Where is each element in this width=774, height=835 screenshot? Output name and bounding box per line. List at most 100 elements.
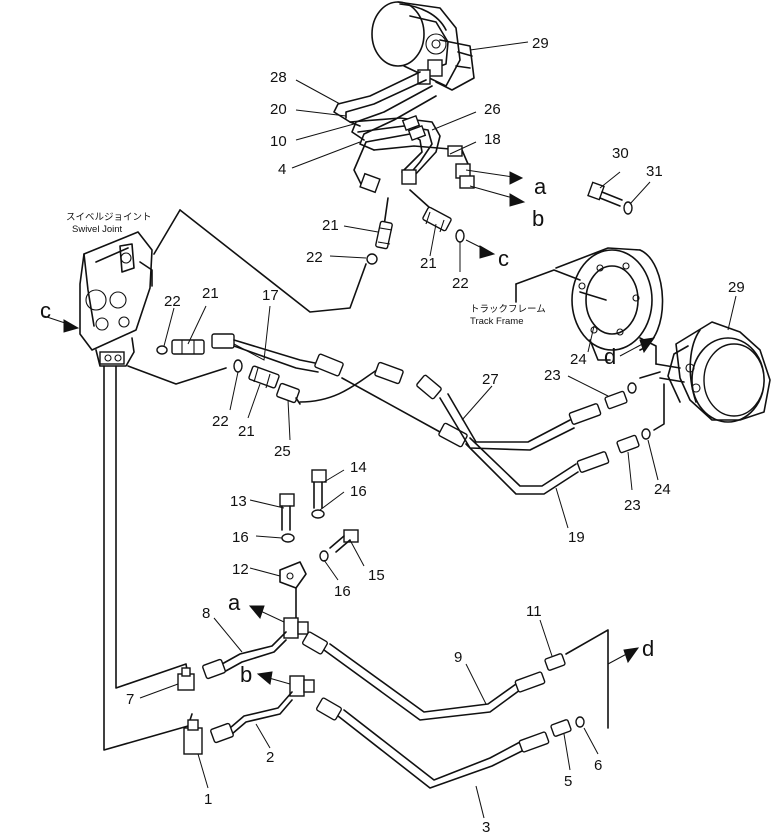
travel-motor-right xyxy=(655,321,771,423)
callout-11: 11 xyxy=(526,603,542,620)
block-a xyxy=(283,617,309,639)
callout-7: 7 xyxy=(126,691,134,708)
hose-17 xyxy=(211,333,468,448)
arrow-a-upper xyxy=(465,169,524,185)
callout-3: 3 xyxy=(482,819,490,835)
track-frame xyxy=(515,247,664,361)
block-b xyxy=(289,675,315,697)
callout-22-lower: 22 xyxy=(212,413,229,430)
hose-9 xyxy=(302,631,546,721)
callout-5: 5 xyxy=(564,773,572,790)
bracket-12 xyxy=(279,561,307,621)
callout-23-upper: 23 xyxy=(544,367,561,384)
callout-2: 2 xyxy=(266,749,274,766)
arrow-d-lower-label: d xyxy=(642,636,654,661)
arrow-b-lower xyxy=(256,671,291,685)
track-frame-label-en: Track Frame xyxy=(470,316,523,327)
callout-27: 27 xyxy=(482,371,499,388)
washer-16-left xyxy=(281,533,295,543)
callout-10: 10 xyxy=(270,133,287,150)
fitting-21-lower xyxy=(248,365,280,389)
arrow-d-right-label: d xyxy=(604,344,616,369)
o-ring-22-upper-right xyxy=(455,229,465,243)
o-ring-22-upper-left xyxy=(366,253,378,265)
callout-31: 31 xyxy=(646,163,663,180)
block-7 xyxy=(177,667,195,691)
callout-9: 9 xyxy=(454,649,462,666)
block-1 xyxy=(183,719,203,755)
arrow-d-right xyxy=(619,337,656,357)
leader-lines xyxy=(139,41,737,819)
arrow-b-upper xyxy=(469,185,526,207)
callout-12: 12 xyxy=(232,561,249,578)
callout-24-upper: 24 xyxy=(570,351,587,368)
callout-16-left: 16 xyxy=(232,529,249,546)
swivel-joint xyxy=(79,231,153,367)
route-to-d xyxy=(565,629,609,729)
callout-1: 1 xyxy=(204,791,212,808)
arrow-d-lower xyxy=(607,647,640,665)
arrow-c-right xyxy=(465,239,496,259)
fitting-23-upper xyxy=(604,390,628,410)
swivel-vertical-lines xyxy=(103,365,227,751)
washer-31 xyxy=(623,201,633,215)
bolt-15 xyxy=(329,529,359,553)
swivel-joint-label-jp: スイベルジョイント xyxy=(66,212,152,223)
callout-16-right: 16 xyxy=(334,583,351,600)
callout-30: 30 xyxy=(612,145,629,162)
bolt-13 xyxy=(279,493,295,531)
hose-27 xyxy=(416,374,602,451)
o-ring-24-lower xyxy=(641,428,651,440)
o-ring-6 xyxy=(575,716,585,728)
callout-17: 17 xyxy=(262,287,279,304)
arrow-c-left-label: c xyxy=(40,298,51,323)
arrow-a-lower-label: a xyxy=(228,590,241,615)
callout-21-upper-left: 21 xyxy=(322,217,339,234)
track-frame-label-jp: トラックフレーム xyxy=(470,304,546,315)
callout-16-top: 16 xyxy=(350,483,367,500)
callout-18: 18 xyxy=(484,131,501,148)
o-ring-22-lower xyxy=(233,359,243,373)
bolt-14 xyxy=(311,469,327,509)
hose-19 xyxy=(465,437,610,495)
callout-8: 8 xyxy=(202,605,210,622)
callout-28: 28 xyxy=(270,69,287,86)
callout-29-right: 29 xyxy=(728,279,745,296)
bolt-30 xyxy=(587,181,623,207)
fitting-25 xyxy=(276,382,301,405)
fitting-21-swivel xyxy=(171,339,205,355)
callout-26: 26 xyxy=(484,101,501,118)
swivel-joint-label-en: Swivel Joint xyxy=(72,224,123,235)
hose-25-route xyxy=(299,361,404,403)
callout-22-swivel: 22 xyxy=(164,293,181,310)
fitting-21-upper-left xyxy=(375,220,393,250)
arrow-a-upper-label: a xyxy=(534,174,547,199)
arrow-a-lower xyxy=(248,605,285,623)
callout-22-upper-right: 22 xyxy=(452,275,469,292)
callout-6: 6 xyxy=(594,757,602,774)
fitting-11 xyxy=(544,653,566,671)
fitting-5 xyxy=(550,719,572,737)
callout-23-lower: 23 xyxy=(624,497,641,514)
callout-21-upper-right: 21 xyxy=(420,255,437,272)
washer-16-top xyxy=(311,509,325,519)
callout-15: 15 xyxy=(368,567,385,584)
callout-13: 13 xyxy=(230,493,247,510)
arrow-c-right-label: c xyxy=(498,246,509,271)
o-ring-24-upper xyxy=(627,382,637,394)
travel-motor-upper xyxy=(371,1,475,91)
fitting-23-lower xyxy=(616,434,640,454)
callout-29-upper: 29 xyxy=(532,35,549,52)
callout-21-lower: 21 xyxy=(238,423,255,440)
washer-16-right xyxy=(319,550,329,562)
callout-21-swivel: 21 xyxy=(202,285,219,302)
callout-24-lower: 24 xyxy=(654,481,671,498)
hose-2 xyxy=(210,691,293,744)
arrow-b-upper-label: b xyxy=(532,206,544,231)
callout-4: 4 xyxy=(278,161,286,178)
callout-20: 20 xyxy=(270,101,287,118)
callout-14: 14 xyxy=(350,459,367,476)
upper-routing-lines xyxy=(153,189,431,313)
callout-19: 19 xyxy=(568,529,585,546)
